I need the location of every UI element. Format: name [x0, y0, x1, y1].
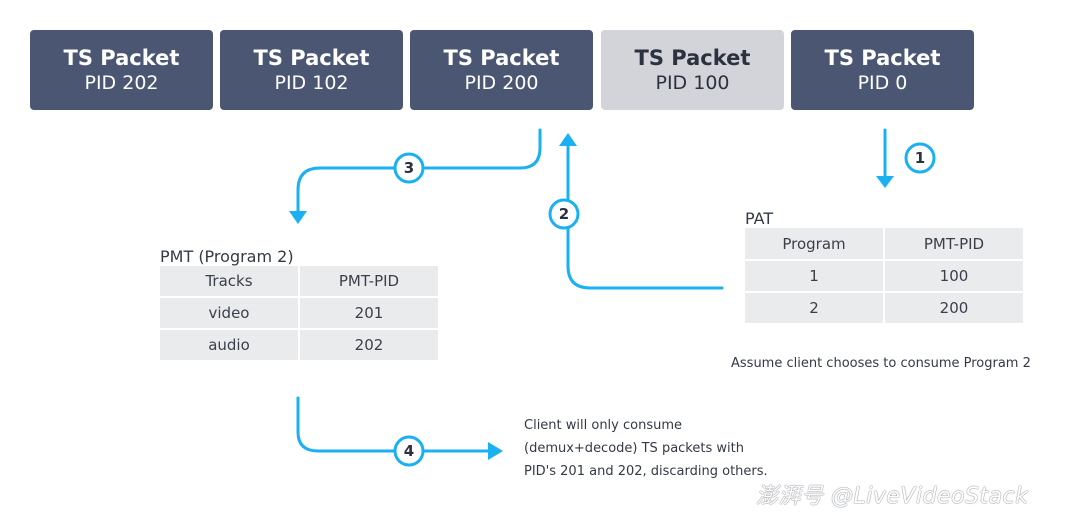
- arrow-step-2: [566, 140, 724, 290]
- table-row: video 201: [160, 298, 438, 328]
- step-number: 4: [404, 442, 414, 460]
- packet-title: TS Packet: [824, 46, 941, 70]
- packet-pid: PID 102: [274, 72, 349, 94]
- table-cell: video: [160, 298, 298, 328]
- arrow-step-4: [296, 396, 492, 453]
- column-header: Program: [745, 228, 883, 259]
- table-cell: 202: [300, 330, 438, 360]
- packet-pid: PID 0: [857, 72, 908, 94]
- step-badge-3: [393, 152, 425, 184]
- ts-packet-pid-200: TS Packet PID 200: [410, 30, 593, 110]
- table-header-row: Tracks PMT-PID: [160, 266, 438, 296]
- note-line: PID's 201 and 202, discarding others.: [524, 464, 768, 479]
- step-number: 2: [559, 205, 569, 223]
- table-row: 2 200: [745, 293, 1023, 323]
- table-cell: 1: [745, 261, 883, 291]
- table-row: 1 100: [745, 261, 1023, 291]
- packet-pid: PID 200: [464, 72, 539, 94]
- step-badge-4: [393, 435, 425, 467]
- step-badge-2: [548, 198, 580, 230]
- packet-title: TS Packet: [253, 46, 370, 70]
- pat-table-title: PAT: [745, 209, 774, 228]
- table-cell: 100: [885, 261, 1023, 291]
- ts-packet-pid-202: TS Packet PID 202: [30, 30, 213, 110]
- step-badge-1: [904, 142, 936, 174]
- packet-title: TS Packet: [443, 46, 560, 70]
- table-cell: 2: [745, 293, 883, 323]
- table-cell: 201: [300, 298, 438, 328]
- note-line: Client will only consume: [524, 418, 683, 433]
- table-header-row: Program PMT-PID: [745, 228, 1023, 259]
- note-line: (demux+decode) TS packets with: [524, 441, 744, 456]
- watermark: 澎湃号 @LiveVideoStack: [756, 484, 1029, 509]
- pmt-table: PMT (Program 2) Tracks PMT-PID video 201…: [160, 247, 438, 362]
- consume-note: Client will only consume (demux+decode) …: [524, 414, 768, 483]
- ts-packet-pid-0: TS Packet PID 0: [791, 30, 974, 110]
- packet-title: TS Packet: [634, 46, 751, 70]
- table-cell: audio: [160, 330, 298, 360]
- table-cell: 200: [885, 293, 1023, 323]
- pat-table: PAT Program PMT-PID 1 100 2 200: [745, 209, 1023, 325]
- arrowhead-2: [559, 133, 577, 146]
- column-header: PMT-PID: [885, 228, 1023, 259]
- column-header: Tracks: [160, 266, 298, 296]
- column-header: PMT-PID: [300, 266, 438, 296]
- step-number: 3: [404, 159, 414, 177]
- step-number: 1: [915, 149, 925, 167]
- arrowhead-4: [488, 442, 503, 460]
- table-row: audio 202: [160, 330, 438, 360]
- pmt-table-title: PMT (Program 2): [160, 247, 294, 266]
- arrowhead-3: [289, 211, 307, 224]
- arrowhead-1: [876, 176, 894, 188]
- packet-pid: PID 100: [655, 72, 730, 94]
- assume-note: Assume client chooses to consume Program…: [731, 356, 1031, 371]
- ts-packet-pid-100: TS Packet PID 100: [601, 30, 784, 110]
- ts-packet-pid-102: TS Packet PID 102: [220, 30, 403, 110]
- packet-pid: PID 202: [84, 72, 159, 94]
- packet-title: TS Packet: [63, 46, 180, 70]
